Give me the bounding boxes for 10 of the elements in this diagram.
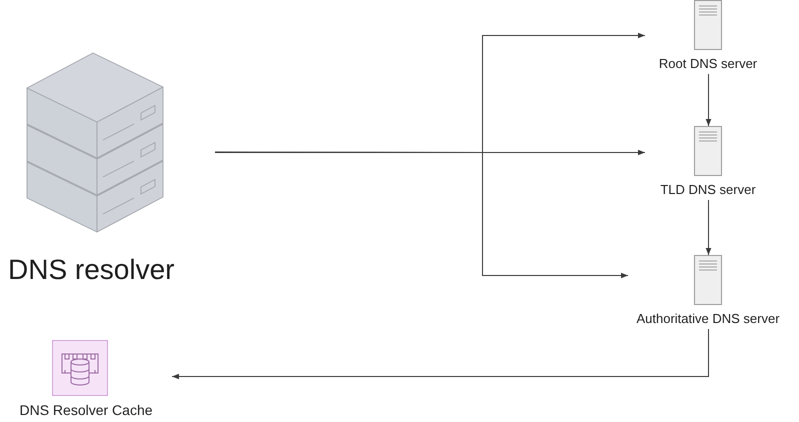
node-label: TLD DNS server <box>659 182 757 198</box>
arrow <box>706 200 712 256</box>
arrow <box>706 74 712 126</box>
node-label: DNS Resolver Cache <box>18 402 154 419</box>
arrow <box>214 32 646 153</box>
arrow <box>172 328 709 380</box>
node-label: Root DNS server <box>658 56 758 72</box>
node-label: Authoritative DNS server <box>635 311 781 327</box>
node-label: DNS resolver <box>7 253 176 287</box>
arrow <box>214 152 628 278</box>
